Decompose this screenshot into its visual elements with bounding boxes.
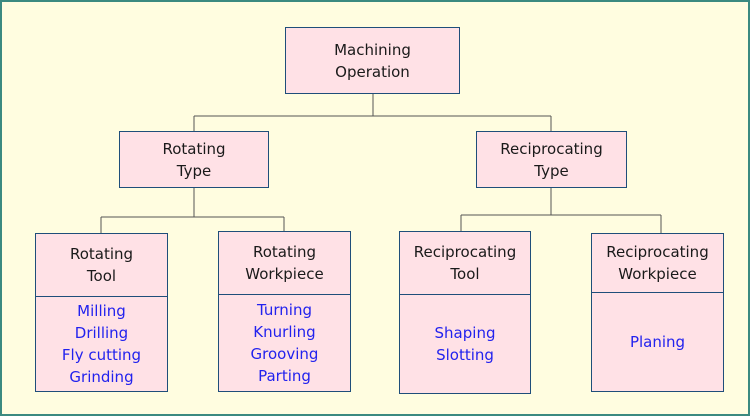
list-item: Slotting bbox=[436, 346, 494, 364]
reciprocating-workpiece-node: Reciprocating Workpiece Planing bbox=[591, 233, 724, 392]
rotating-workpiece-header: Rotating Workpiece bbox=[219, 232, 350, 295]
reciprocating-tool-items: Shaping Slotting bbox=[400, 295, 530, 393]
reciprocating-tool-header: Reciprocating Tool bbox=[400, 232, 530, 295]
rotating-tool-node: Rotating Tool Milling Drilling Fly cutti… bbox=[35, 233, 168, 392]
reciprocating-type-label: Reciprocating Type bbox=[500, 139, 603, 180]
list-item: Grooving bbox=[250, 345, 319, 363]
list-item: Milling bbox=[77, 302, 126, 320]
reciprocating-tool-node: Reciprocating Tool Shaping Slotting bbox=[399, 231, 531, 394]
machining-operation-node: Machining Operation bbox=[285, 27, 460, 94]
rotating-workpiece-node: Rotating Workpiece Turning Knurling Groo… bbox=[218, 231, 351, 392]
reciprocating-type-node: Reciprocating Type bbox=[476, 131, 627, 188]
list-item: Drilling bbox=[74, 324, 129, 342]
rotating-tool-header: Rotating Tool bbox=[36, 234, 167, 297]
rotating-tool-items: Milling Drilling Fly cutting Grinding bbox=[36, 297, 167, 391]
rotating-workpiece-label: Rotating Workpiece bbox=[245, 243, 324, 283]
machining-operation-label: Machining Operation bbox=[334, 40, 411, 81]
reciprocating-workpiece-header: Reciprocating Workpiece bbox=[592, 234, 723, 293]
list-item: Turning bbox=[257, 301, 312, 319]
reciprocating-workpiece-label: Reciprocating Workpiece bbox=[606, 243, 709, 283]
rotating-type-node: Rotating Type bbox=[119, 131, 269, 188]
list-item: Parting bbox=[258, 367, 311, 385]
rotating-type-label: Rotating Type bbox=[162, 139, 226, 180]
list-item: Planing bbox=[629, 333, 686, 351]
reciprocating-workpiece-items: Planing bbox=[592, 293, 723, 391]
list-item: Grinding bbox=[69, 368, 134, 386]
list-item: Fly cutting bbox=[61, 346, 142, 364]
rotating-workpiece-items: Turning Knurling Grooving Parting bbox=[219, 295, 350, 391]
list-item: Shaping bbox=[434, 324, 496, 342]
rotating-tool-label: Rotating Tool bbox=[69, 245, 134, 285]
list-item: Knurling bbox=[253, 323, 316, 341]
reciprocating-tool-label: Reciprocating Tool bbox=[413, 243, 517, 283]
